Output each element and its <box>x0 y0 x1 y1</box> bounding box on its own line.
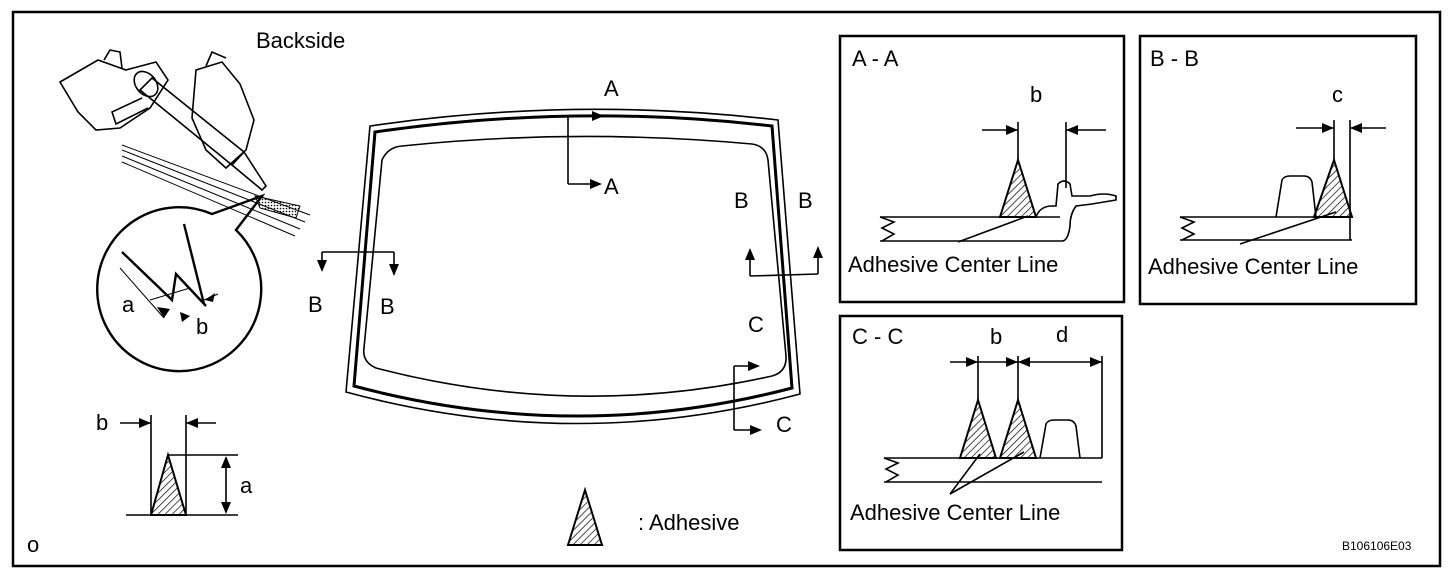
section-c-c-panel: C - C b d Adhesive Center Line <box>838 314 1124 552</box>
adhesive-legend-icon <box>566 486 604 546</box>
adhesive-center-line-cc: Adhesive Center Line <box>850 500 1060 525</box>
section-a-marker-top: A <box>604 76 619 101</box>
adhesive-center-line-bb: Adhesive Center Line <box>1148 254 1358 279</box>
adhesive-legend-label: : Adhesive <box>638 510 740 535</box>
section-a-marker-bottom: A <box>604 174 619 199</box>
section-b-b-panel: B - B c Adhesive Center Line <box>1138 34 1418 306</box>
section-b-b-title: B - B <box>1150 46 1199 71</box>
dim-a-label-detail: a <box>240 473 253 498</box>
dim-c-label: c <box>1332 82 1343 107</box>
section-b-marker-right-1: B <box>734 188 749 213</box>
dim-b-label-cc: b <box>990 324 1002 349</box>
application-illustration: Backside a b <box>58 28 345 373</box>
outer-frame <box>11 10 1442 568</box>
adhesive-center-line-aa: Adhesive Center Line <box>848 252 1058 277</box>
dim-d-label: d <box>1056 322 1068 347</box>
corner-mark: o <box>27 532 39 557</box>
section-c-marker-bottom: C <box>776 412 792 437</box>
section-c-c-title: C - C <box>852 324 903 349</box>
dim-b-label-detail: b <box>96 410 108 435</box>
dim-b-label-callout: b <box>196 314 208 339</box>
figure-code: B106106E03 <box>1342 539 1412 553</box>
dim-a-label-callout: a <box>122 292 135 317</box>
adhesive-legend: : Adhesive <box>566 486 740 546</box>
section-c-marker-top: C <box>748 312 764 337</box>
section-b-marker-left-2: B <box>380 294 395 319</box>
section-a-a-title: A - A <box>852 46 899 71</box>
magnified-callout <box>96 193 266 373</box>
bead-dimension-detail: b a <box>96 410 253 516</box>
backside-label: Backside <box>256 28 345 53</box>
dim-b-label-aa: b <box>1030 82 1042 107</box>
section-b-marker-right-2: B <box>798 188 813 213</box>
windshield-view: A A B B B B C C <box>308 76 823 437</box>
section-a-a-panel: A - A b Adhesive Center Line <box>838 34 1126 304</box>
section-b-marker-left-1: B <box>308 292 323 317</box>
